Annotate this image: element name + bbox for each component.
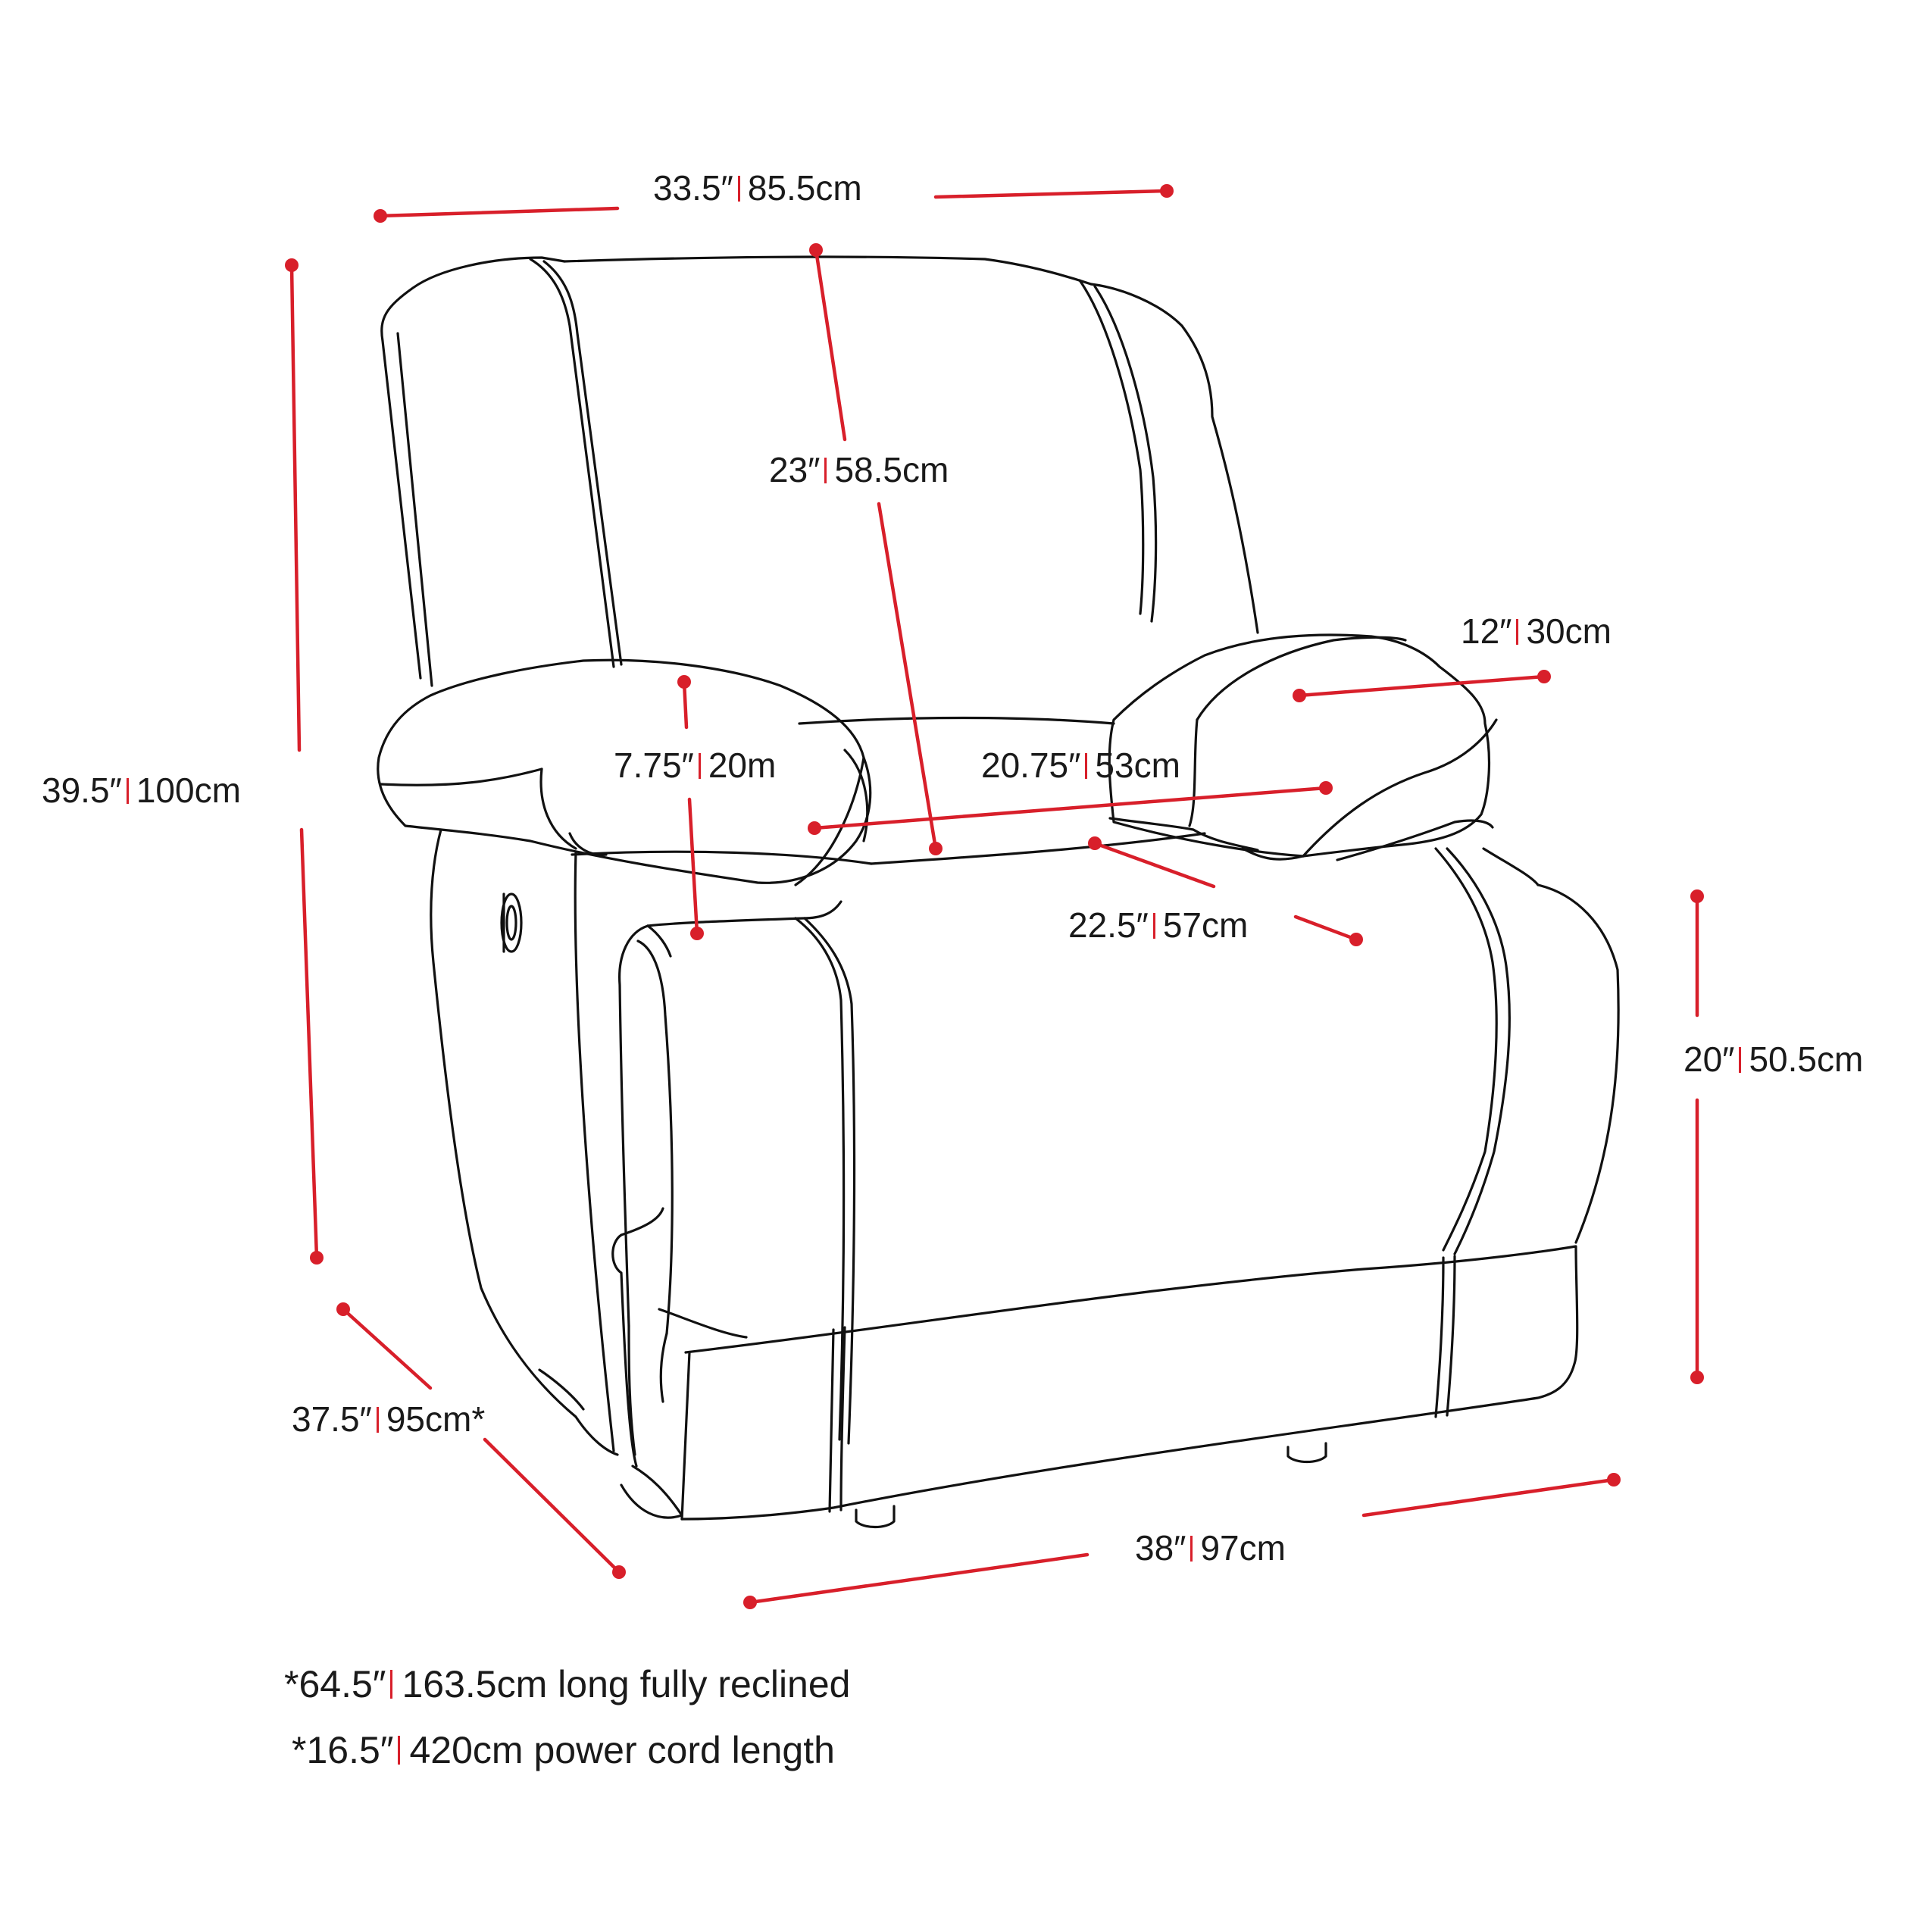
arm-height-line-top [682,680,689,730]
separator [1516,619,1519,645]
height-dot-bottom [310,1251,324,1265]
separator [1085,753,1088,779]
footprint-in: 38″ [1135,1528,1186,1568]
note-reclined-value: *64.5″ [284,1663,386,1705]
note-power-cord: *16.5″ 420cm power cord length [292,1731,835,1769]
width-line-right [933,189,1169,199]
seat-depth-dot-bottom [1349,933,1363,946]
overall-depth-in: 37.5″ [292,1399,372,1439]
footprint-dot-left [743,1596,757,1609]
arm-width-line [1297,674,1546,698]
arm-height-in: 7.75″ [614,746,694,785]
separator [1739,1047,1742,1073]
footprint-dot-right [1607,1473,1621,1487]
overall-width-in: 33.5″ [653,168,733,208]
seat-width-cm: 53cm [1095,746,1180,785]
separator [390,1670,393,1699]
seat-depth-line-bottom [1293,914,1358,942]
back-height-in: 23″ [769,450,821,489]
arm-width-dot-right [1537,670,1551,683]
overall-width-label: 33.5″ 85.5cm [653,170,862,205]
back-height-dot-bottom [929,842,943,855]
arm-height-dot-bottom [690,927,704,940]
arm-height-dot-top [677,675,691,689]
overall-height-label: 39.5″ 100cm [42,773,241,808]
overall-depth-cm: 95cm* [386,1399,486,1439]
height-line-top [289,263,302,752]
seat-depth-in: 22.5″ [1068,905,1149,945]
note-cord-value: *16.5″ [292,1729,394,1771]
width-dot-right [1160,184,1174,198]
depth-dot-top [336,1302,350,1316]
arm-height-label: 7.75″ 20m [614,748,776,783]
note-reclined-text: 163.5cm long fully reclined [402,1663,851,1705]
arm-width-in: 12″ [1461,611,1512,651]
separator [824,458,827,483]
separator [126,778,129,804]
back-height-cm: 58.5cm [834,450,949,489]
separator [376,1407,379,1433]
arm-width-dot-left [1293,689,1306,702]
depth-line-top [341,1307,433,1390]
seat-height-in: 20″ [1683,1039,1735,1079]
separator [737,176,740,202]
footprint-cm: 97cm [1200,1528,1286,1568]
arm-width-label: 12″ 30cm [1461,614,1612,649]
seat-height-dot-top [1690,889,1704,903]
arm-height-line-bottom [687,797,699,936]
separator [1152,913,1155,939]
seat-width-label: 20.75″ 53cm [981,748,1180,783]
note-cord-text: 420cm power cord length [409,1729,835,1771]
seat-depth-dot-top [1088,836,1102,850]
overall-height-in: 39.5″ [42,771,122,810]
seat-width-dot-right [1319,781,1333,795]
separator [1190,1536,1193,1562]
back-height-line-bottom [877,502,938,851]
overall-width-cm: 85.5cm [747,168,862,208]
arm-width-cm: 30cm [1526,611,1612,651]
separator [398,1736,401,1765]
overall-height-cm: 100cm [136,771,241,810]
back-height-dot-top [809,243,823,257]
note-reclined-length: *64.5″ 163.5cm long fully reclined [284,1665,850,1703]
footprint-line-right [1361,1477,1616,1518]
recliner-chair-icon [377,255,1620,1529]
seat-height-dot-bottom [1690,1371,1704,1384]
seat-width-line [812,786,1328,830]
depth-line-bottom [483,1437,621,1574]
seat-depth-line-top [1093,841,1216,889]
seat-width-dot-left [808,821,821,835]
seat-height-label: 20″ 50.5cm [1683,1042,1863,1077]
back-height-label: 23″ 58.5cm [769,452,949,487]
dimension-lines [285,184,1704,1609]
arm-height-cm: 20m [708,746,777,785]
footprint-line-left [748,1552,1089,1605]
separator [698,753,701,779]
footprint-label: 38″ 97cm [1135,1530,1286,1565]
seat-height-cm: 50.5cm [1749,1039,1864,1079]
back-height-line-top [814,248,847,442]
seat-depth-cm: 57cm [1162,905,1249,945]
height-dot-top [285,258,299,272]
depth-dot-bottom [612,1565,626,1579]
height-line-bottom [299,827,319,1260]
width-dot-left [374,209,387,223]
seat-depth-label: 22.5″ 57cm [1068,908,1248,943]
width-line-left [378,206,620,218]
seat-width-in: 20.75″ [981,746,1081,785]
overall-depth-label: 37.5″ 95cm* [292,1402,485,1436]
